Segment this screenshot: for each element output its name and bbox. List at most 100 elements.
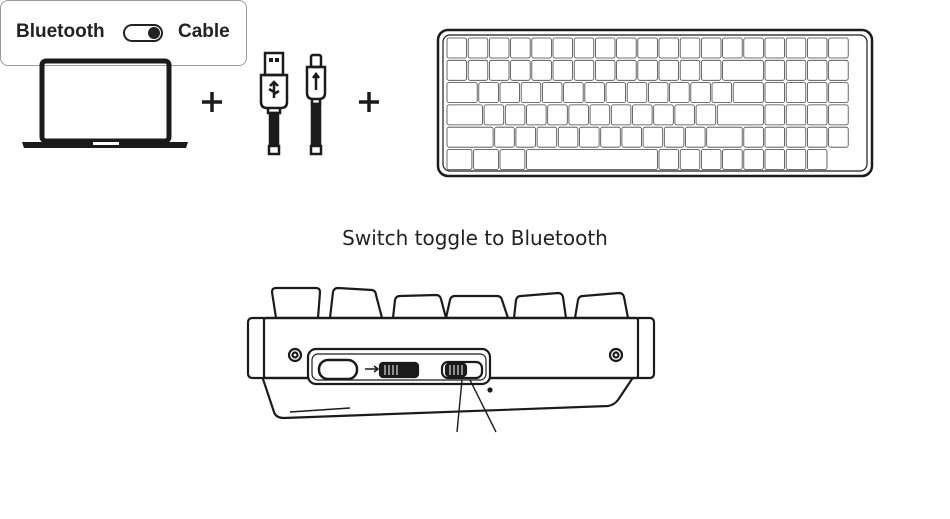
keycap (510, 37, 531, 59)
keycap (515, 126, 536, 148)
keycap (764, 59, 786, 81)
keycap (584, 82, 605, 103)
keycap (520, 82, 542, 103)
keycap (732, 82, 764, 103)
callout-leader (456, 379, 497, 433)
keycap (807, 59, 828, 81)
keycap (828, 59, 849, 81)
keycap (446, 149, 473, 170)
plus-icon (359, 92, 379, 112)
cable-label: Cable (178, 21, 230, 42)
keycap (563, 82, 584, 103)
keycap (446, 59, 468, 81)
keycap (669, 82, 690, 103)
keycap (526, 149, 658, 170)
usb-cable-icon (259, 51, 289, 156)
keycap (807, 149, 828, 170)
keycap (685, 126, 706, 148)
keycap (828, 82, 849, 103)
keycap (828, 37, 849, 59)
keycap (743, 126, 764, 148)
keycap (573, 59, 595, 81)
keycap (658, 59, 680, 81)
keycap (595, 37, 616, 59)
keycap (764, 104, 786, 126)
keycap (690, 82, 711, 103)
laptop-icon (22, 58, 188, 148)
keyboard-side-view (246, 286, 656, 420)
keycap (674, 104, 695, 126)
setup-diagram: Switch toggle to Bluetooth Bluetooth Cab… (0, 0, 950, 433)
keycap (663, 126, 685, 148)
keycap (722, 59, 764, 81)
keycap (716, 104, 764, 126)
keycap (552, 59, 574, 81)
keycap (764, 82, 786, 103)
keycap (706, 126, 743, 148)
keycap (478, 82, 499, 103)
keycap (488, 59, 510, 81)
usb-c-cable-icon (305, 53, 327, 156)
keycap (579, 126, 600, 148)
keycap (557, 126, 579, 148)
keycap (807, 104, 828, 126)
keyboard-top-view (436, 28, 874, 178)
keycap (653, 104, 674, 126)
keycap (499, 149, 526, 170)
keycap (499, 82, 521, 103)
keycap (526, 104, 547, 126)
keycap (446, 37, 468, 59)
keycap (722, 149, 743, 170)
keycap (785, 82, 807, 103)
keycap (764, 37, 786, 59)
keycap (552, 37, 574, 59)
keycap (701, 37, 722, 59)
keycap (473, 149, 499, 170)
keycap (743, 37, 764, 59)
keycap (648, 82, 669, 103)
keycap (807, 126, 828, 148)
keycap (568, 104, 589, 126)
keycap (483, 104, 505, 126)
keycap (637, 59, 658, 81)
keycap (785, 149, 807, 170)
keycap (626, 82, 648, 103)
keycap (547, 104, 568, 126)
toggle-callout: Bluetooth Cable (0, 0, 247, 66)
instruction-caption: Switch toggle to Bluetooth (342, 226, 608, 250)
keycap (610, 104, 632, 126)
keycap (807, 82, 828, 103)
bluetooth-label: Bluetooth (16, 21, 105, 42)
keycap (446, 126, 494, 148)
keycap (488, 37, 510, 59)
keycap (504, 104, 526, 126)
keycap (531, 37, 552, 59)
keycap (807, 37, 828, 59)
keycap (637, 37, 658, 59)
keycap (658, 149, 680, 170)
keycap (589, 104, 611, 126)
keycap (642, 126, 664, 148)
keycap (785, 126, 807, 148)
keycap (828, 126, 849, 148)
plus-icon (202, 92, 222, 112)
keycap (595, 59, 616, 81)
keycap (632, 104, 653, 126)
keycap (701, 59, 722, 81)
keycap (600, 126, 621, 148)
keycap (743, 149, 764, 170)
keycap (785, 59, 807, 81)
keycap (785, 104, 807, 126)
keycap (616, 37, 637, 59)
keycap (467, 59, 489, 81)
keycap (616, 59, 637, 81)
keycap (658, 37, 680, 59)
keycap (446, 104, 483, 126)
keycap (621, 126, 642, 148)
keycap (605, 82, 627, 103)
keycap (828, 104, 849, 126)
keycap (764, 126, 786, 148)
keycap (536, 126, 558, 148)
keycap (679, 37, 701, 59)
